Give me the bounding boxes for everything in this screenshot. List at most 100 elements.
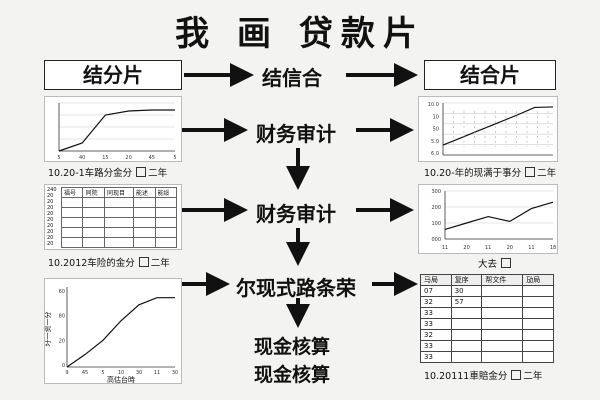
top-left-box: 结分片 <box>44 60 182 90</box>
table-cell: 33 <box>420 307 452 319</box>
checkbox-label: 二年 <box>537 168 557 179</box>
table-y-tick: 20 <box>47 199 54 205</box>
table-header-cell: 马局 <box>420 274 452 286</box>
x-tick-label: 30 <box>136 370 142 376</box>
x-tick-label: 5 <box>101 370 104 376</box>
checkbox-icon <box>501 258 512 268</box>
table-cell <box>154 197 177 208</box>
table-cell <box>154 217 177 228</box>
table-header-cell: 劢局 <box>522 274 554 286</box>
table-cell <box>154 207 177 218</box>
table-header-cell: 能述 <box>133 187 156 198</box>
checkbox-icon <box>525 167 536 177</box>
table-row <box>60 217 177 228</box>
table-cell <box>82 217 105 228</box>
table-cell <box>450 329 483 341</box>
checkbox-icon <box>136 167 147 177</box>
y-tick-label: 50 <box>433 127 439 133</box>
x-tick-label: 9 <box>65 370 68 376</box>
series-line <box>58 109 175 152</box>
table-y-tick: 20 <box>47 205 54 211</box>
y-tick-label: 5.0 <box>431 139 439 145</box>
bottom-text-2: 现金核算 <box>254 364 331 386</box>
table-row <box>60 227 177 238</box>
table-y-tick: 20 <box>47 193 54 199</box>
table-cell <box>82 197 105 208</box>
table-cell <box>481 296 524 308</box>
x-tick-label: 5 <box>57 155 60 161</box>
y-tick-label: 100 <box>431 221 441 227</box>
table-cell <box>82 207 105 218</box>
y-tick-label: 10 <box>433 114 439 120</box>
table-cell <box>481 351 524 363</box>
x-tick-label: 11 <box>154 370 160 376</box>
table-cell <box>522 351 554 363</box>
x-tick-label: 20 <box>463 245 469 251</box>
table-cell <box>133 237 156 248</box>
table-cell: 57 <box>450 296 483 308</box>
table-row: 33 <box>420 318 554 330</box>
table-cell <box>103 207 135 218</box>
table-cell <box>133 197 156 208</box>
right-chart-2-caption: 大去 <box>478 256 513 270</box>
table-cell <box>60 207 84 218</box>
table-cell <box>481 329 524 341</box>
top-middle-label: 结信合 <box>262 66 322 90</box>
table-y-tick: 20 <box>47 241 54 247</box>
table-header-cell: 福号 <box>60 187 84 198</box>
table-cell: 32 <box>420 296 452 308</box>
bottom-text-1: 现金核算 <box>254 336 331 358</box>
checkbox-label: 二年 <box>148 168 168 179</box>
table-cell <box>154 227 177 238</box>
table-cell: 33 <box>420 340 452 352</box>
series-line <box>442 106 554 146</box>
table-cell <box>481 340 524 352</box>
table-y-tick: 20 <box>47 229 54 235</box>
y-axis-label: 圩一资一分 <box>45 312 52 347</box>
flow-step-2: 财务审计 <box>256 202 336 226</box>
table-cell: 07 <box>420 285 452 297</box>
table-cell <box>450 318 483 330</box>
table-cell <box>82 237 105 248</box>
right-table-caption-text: 10.20111車賠金分 <box>424 371 508 382</box>
x-tick-label: 15 <box>102 155 108 161</box>
table-cell <box>60 237 84 248</box>
left-chart-1-caption-text: 10.20-1车路分金分 <box>48 168 133 179</box>
left-table: 福号同院同现目能述能绥 <box>60 187 177 248</box>
table-y-tick: 240 <box>47 187 57 193</box>
x-tick-label: 20 <box>507 245 513 251</box>
right-table-caption: 10.20111車賠金分 二年 <box>424 368 542 382</box>
y-tick-label: 80 <box>59 314 65 320</box>
table-y-tick: 20 <box>47 223 54 229</box>
y-tick-label: 200 <box>431 205 441 211</box>
table-cell: 33 <box>420 318 452 330</box>
table-row: 33 <box>420 307 554 319</box>
table-cell <box>522 318 554 330</box>
checkbox-label: 二年 <box>150 258 170 269</box>
table-row: 33 <box>420 340 554 352</box>
table-row: 32 <box>420 329 554 341</box>
checkbox-icon <box>138 257 149 267</box>
table-header-cell: 同现目 <box>103 187 135 198</box>
table-cell <box>522 307 554 319</box>
y-tick-label: 20 <box>59 338 65 344</box>
table-cell <box>103 217 135 228</box>
checkbox-label: 二年 <box>523 371 543 382</box>
table-cell <box>450 340 483 352</box>
y-tick-label: 300 <box>431 189 441 195</box>
table-row <box>60 207 177 218</box>
table-cell <box>481 318 524 330</box>
table-header-cell: 帮文件 <box>481 274 524 286</box>
table-cell <box>450 307 483 319</box>
table-y-tick: 20 <box>47 211 54 217</box>
table-cell <box>133 207 156 218</box>
